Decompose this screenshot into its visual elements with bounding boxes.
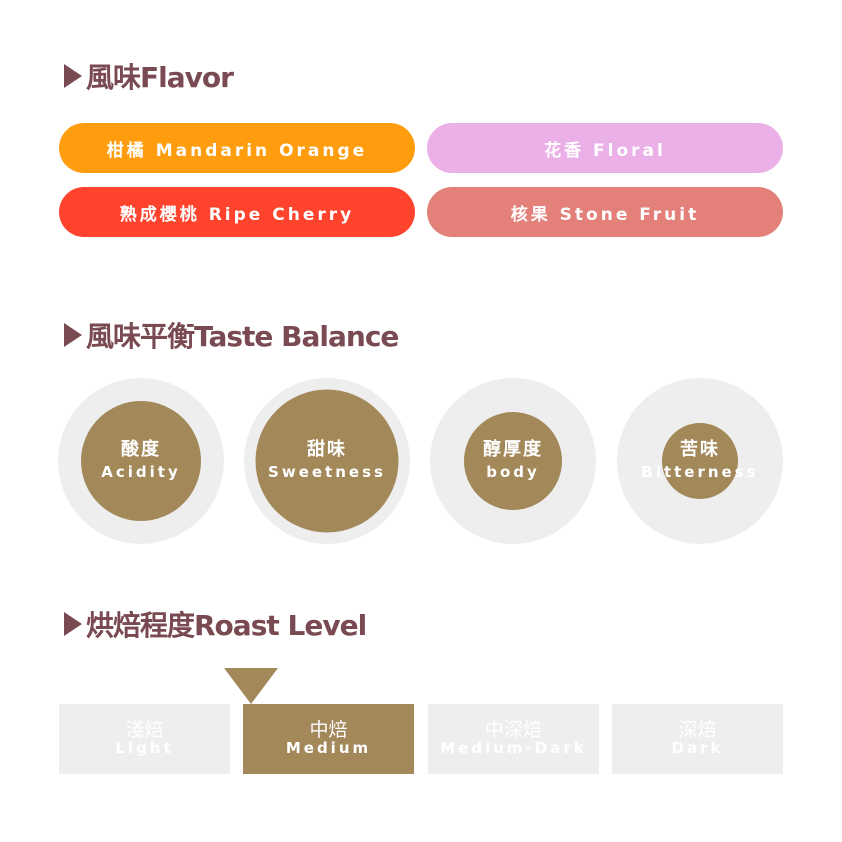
taste-label: 甜味 Sweetness — [244, 439, 410, 483]
taste-zh: 醇厚度 — [483, 439, 543, 460]
roast-zh: 淺焙 — [125, 719, 164, 741]
taste-zh: 苦味 — [680, 439, 720, 460]
flavor-tag: 熟成櫻桃 Ripe Cherry — [59, 187, 415, 237]
taste-level — [255, 389, 399, 533]
taste-title: 風味平衡Taste Balance — [86, 320, 399, 353]
triangle-right-icon — [64, 64, 82, 88]
roast-zh: 深焙 — [678, 719, 717, 741]
taste-level — [662, 423, 738, 499]
roast-en: Medium-Dark — [440, 739, 587, 757]
roast-zh: 中深焙 — [484, 719, 542, 741]
flavor-tag: 柑橘 Mandarin Orange — [59, 123, 415, 173]
taste-circle: 苦味 Bitterness — [617, 378, 783, 544]
flavor-tag: 花香 Floral — [427, 123, 783, 173]
roast-en: Medium — [285, 739, 372, 757]
taste-level — [81, 401, 201, 521]
taste-zh: 甜味 — [307, 439, 347, 460]
roast-heading: 烘焙程度Roast Level — [64, 604, 367, 644]
taste-en: Sweetness — [268, 463, 386, 481]
taste-circle: 酸度 Acidity — [58, 378, 224, 544]
roast-en: Light — [115, 739, 174, 757]
taste-label: 醇厚度 body — [430, 439, 596, 483]
taste-circle: 醇厚度 body — [430, 378, 596, 544]
taste-en: Acidity — [101, 463, 181, 481]
taste-zh: 酸度 — [121, 439, 161, 460]
flavor-heading: 風味Flavor — [64, 56, 234, 96]
taste-level — [464, 412, 562, 510]
taste-en: body — [486, 463, 540, 481]
taste-heading: 風味平衡Taste Balance — [64, 315, 399, 355]
taste-label: 苦味 Bitterness — [617, 439, 783, 483]
taste-circle: 甜味 Sweetness — [244, 378, 410, 544]
roast-en: Dark — [671, 739, 724, 757]
roast-zh: 中焙 — [309, 719, 348, 741]
taste-en: Bitterness — [641, 463, 759, 481]
triangle-right-icon — [64, 612, 82, 636]
triangle-right-icon — [64, 323, 82, 347]
flavor-title: 風味Flavor — [86, 61, 234, 94]
roast-title: 烘焙程度Roast Level — [86, 609, 367, 642]
roast-marker-icon — [224, 668, 278, 704]
flavor-tag: 核果 Stone Fruit — [427, 187, 783, 237]
taste-label: 酸度 Acidity — [58, 439, 224, 483]
